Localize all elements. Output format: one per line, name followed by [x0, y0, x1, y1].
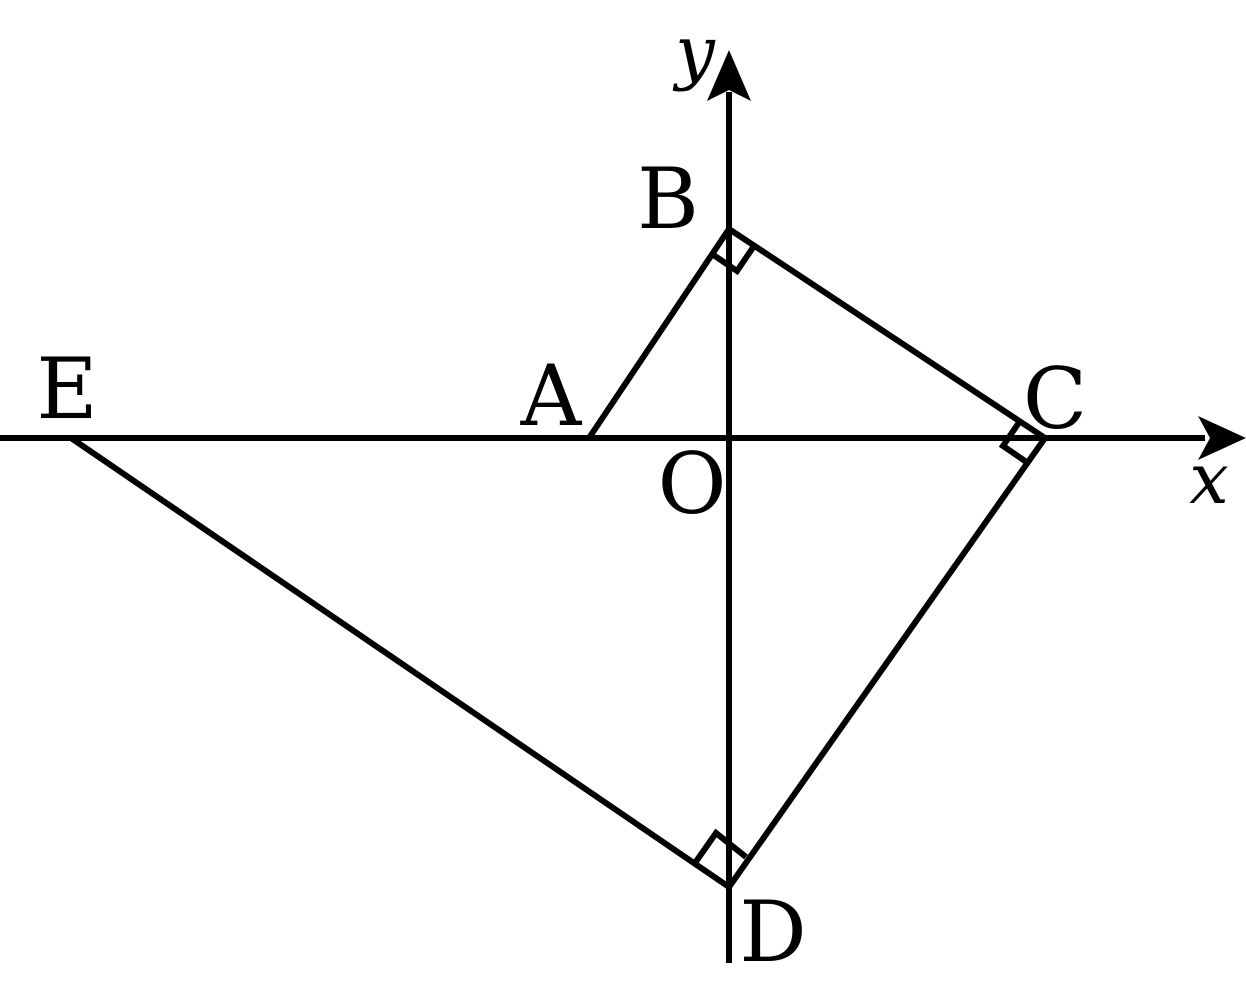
segment-cd	[726, 436, 1048, 889]
right-angle-marker-c	[998, 419, 1030, 466]
segment-de	[69, 435, 731, 890]
segment-bc	[727, 226, 1047, 441]
point-label-b: B	[637, 150, 699, 248]
y-axis-label: y	[672, 11, 716, 93]
right-angle-marker-b	[710, 244, 757, 276]
point-label-e: E	[36, 340, 97, 438]
x-axis-arrowhead	[1198, 416, 1246, 460]
segment-ab	[586, 227, 732, 440]
point-label-d: D	[739, 883, 806, 981]
right-angle-marker-d	[692, 828, 748, 865]
x-axis-label: x	[1189, 438, 1228, 520]
point-label-a: A	[520, 347, 583, 445]
origin-label: O	[658, 435, 727, 533]
y-axis-arrowhead	[707, 50, 751, 101]
point-label-c: C	[1023, 350, 1087, 448]
